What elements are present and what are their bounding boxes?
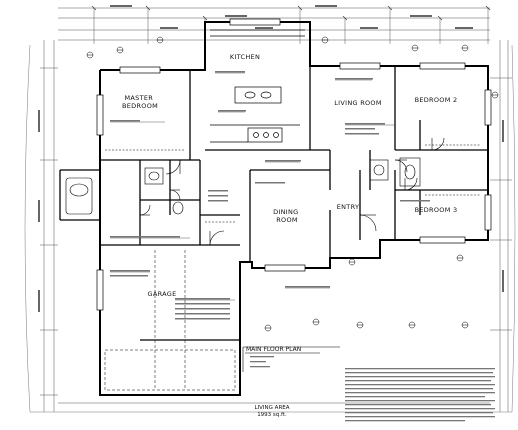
drawing-border (24, 44, 516, 413)
room-label-garage: GARAGE (147, 290, 176, 298)
bath-fixtures (65, 157, 421, 215)
title-block-lines (250, 356, 274, 368)
room-label-bedroom2: BEDROOM 2 (415, 96, 458, 104)
dimension-lines (40, 7, 512, 412)
dimension-ticks (91, 5, 491, 21)
windows (96, 18, 492, 311)
doors (139, 137, 445, 246)
general-notes (345, 368, 495, 422)
kitchen-fixtures (210, 29, 305, 143)
dining-room-line2: ROOM (276, 216, 298, 224)
room-label-entry: ENTRY (337, 203, 360, 211)
living-area-label: LIVING AREA (254, 405, 289, 411)
room-label-kitchen: KITCHEN (230, 53, 260, 61)
room-label-living-room: LIVING ROOM (334, 99, 382, 107)
dining-room-line1: DINING (273, 208, 298, 216)
room-label-bedroom3: BEDROOM 3 (415, 206, 458, 214)
room-label-master-bedroom: MASTER BEDROOM (122, 94, 158, 110)
closet-shelving (105, 144, 480, 223)
garage-outlines (104, 250, 236, 391)
dimension-annotations (38, 5, 504, 312)
annotation-text (110, 71, 430, 320)
room-label-dining-room: DINING ROOM (273, 208, 301, 224)
master-bedroom-line1: MASTER (125, 94, 154, 102)
living-area-value: 1993 sq.ft. (257, 412, 287, 418)
interior-walls (59, 66, 488, 341)
master-bedroom-line2: BEDROOM (122, 102, 158, 110)
leader-lines (110, 72, 395, 301)
light-fixtures (86, 36, 499, 332)
plan-title: MAIN FLOOR PLAN (246, 346, 301, 353)
title-block (242, 346, 340, 372)
